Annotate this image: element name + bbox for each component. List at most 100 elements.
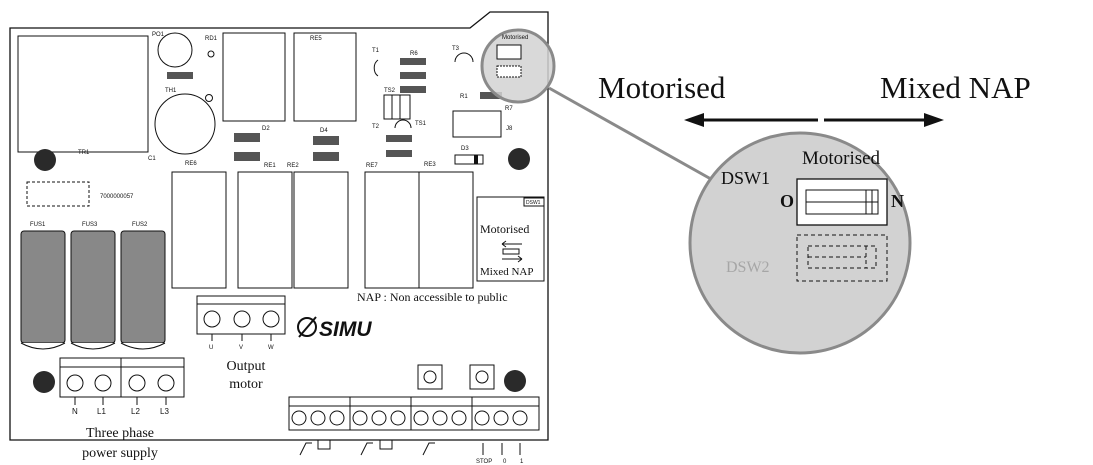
label-r6: R6 xyxy=(410,51,418,57)
control-terminal-symbols xyxy=(299,439,521,456)
output-motor-label-line2: motor xyxy=(229,377,263,392)
dsw1-tag xyxy=(523,197,545,207)
label-t1: T1 xyxy=(372,48,380,54)
label-rd1: RD1 xyxy=(205,36,218,42)
diode-d2 xyxy=(234,133,260,142)
simu-brand-text: SIMU xyxy=(319,318,372,341)
zoom-switch-title: Motorised xyxy=(802,148,881,169)
zoom-dsw2-label: DSW2 xyxy=(726,259,770,276)
transistor-t1 xyxy=(373,59,379,77)
output-motor-label-line1: Output xyxy=(227,359,266,374)
small-led xyxy=(205,94,213,102)
mounting-hole xyxy=(33,371,55,393)
label-tr1: TR1 xyxy=(78,150,90,156)
relay-re6 xyxy=(171,171,227,289)
power-terminal-screw-l2 xyxy=(128,374,146,392)
motor-terminal-screw-u xyxy=(203,310,221,328)
label-j8: J8 xyxy=(506,126,513,132)
fuse-fus1 xyxy=(20,230,66,350)
right-arrow xyxy=(824,113,944,127)
motor-terminal-screw-v xyxy=(233,310,251,328)
zoom-position-n: N xyxy=(891,191,904,211)
label-c1: C1 xyxy=(148,156,156,162)
mounting-hole xyxy=(504,370,526,392)
diode-d3 xyxy=(454,154,484,165)
label-ts2: TS2 xyxy=(384,88,396,94)
terminal-label-u: U xyxy=(209,345,213,351)
connector-j8 xyxy=(452,110,502,138)
terminal-label-l1: L1 xyxy=(97,407,106,416)
label-r1: R1 xyxy=(460,94,468,100)
power-terminal-screw-n xyxy=(66,374,84,392)
fuse-fus2 xyxy=(120,230,166,350)
label-fus2: FUS2 xyxy=(132,222,148,228)
switch-symbol xyxy=(502,248,520,255)
relay-re2 xyxy=(293,171,349,289)
dashed-component xyxy=(26,181,90,207)
highlight-motorised-text: Motorised xyxy=(502,35,528,41)
label-re2: RE2 xyxy=(287,163,299,169)
resistor xyxy=(400,72,426,79)
triac-ts2 xyxy=(383,94,411,120)
transistor-t2 xyxy=(394,119,412,129)
terminal-label-l2: L2 xyxy=(131,407,140,416)
label-re1: RE1 xyxy=(264,163,276,169)
resistor xyxy=(167,72,193,79)
zoom-connector-line xyxy=(548,86,719,185)
capacitor-c1 xyxy=(154,93,216,155)
label-re7: RE7 xyxy=(366,163,378,169)
control-terminal-header xyxy=(288,396,540,407)
terminal-label-w: W xyxy=(268,345,274,351)
power-terminal-screw-l1 xyxy=(94,374,112,392)
diode-d4 xyxy=(313,136,339,145)
power-terminal-header xyxy=(59,357,185,368)
left-arrow xyxy=(684,113,818,127)
resistor-r1 xyxy=(480,92,502,99)
label-d2: D2 xyxy=(262,126,270,132)
power-terminal-screw-l3 xyxy=(157,374,175,392)
mounting-hole xyxy=(508,148,530,170)
zoom-position-o: O xyxy=(780,191,794,211)
terminal-label-n: N xyxy=(72,407,78,416)
mounting-hole xyxy=(34,149,56,171)
potentiometer-po1 xyxy=(157,32,193,68)
label-software-code: 7000000057 xyxy=(100,194,134,200)
resistor-r6 xyxy=(400,58,426,65)
label-re3: RE3 xyxy=(424,162,436,168)
zoom-dsw2-switch xyxy=(796,234,888,282)
resistor xyxy=(386,135,412,142)
terminal-label-1: 1 xyxy=(520,459,524,465)
motor-terminal-header xyxy=(196,295,286,305)
label-t3: T3 xyxy=(452,46,460,52)
label-fus3: FUS3 xyxy=(82,222,98,228)
terminal-label-l3: L3 xyxy=(160,407,169,416)
power-supply-label-line2: power supply xyxy=(82,446,158,461)
nap-note: NAP : Non accessible to public xyxy=(357,290,508,304)
switch-box-mixed-nap-label: Mixed NAP xyxy=(480,266,533,278)
highlight-dsw2 xyxy=(496,65,522,78)
diode xyxy=(313,152,339,161)
label-fus1: FUS1 xyxy=(30,222,46,228)
relay-re3 xyxy=(418,171,474,289)
diode xyxy=(234,152,260,161)
zoom-dsw1-label: DSW1 xyxy=(721,168,770,188)
label-r7: R7 xyxy=(505,106,513,112)
zoom-dsw1-switch xyxy=(796,178,888,226)
simu-logo: SIMU xyxy=(297,316,372,341)
zoom-motorised-label: Motorised xyxy=(598,70,726,105)
label-po1: PO1 xyxy=(152,32,165,38)
terminal-label-0: 0 xyxy=(503,459,507,465)
transistor-t3 xyxy=(454,52,474,63)
label-d4: D4 xyxy=(320,128,328,134)
label-ts1: TS1 xyxy=(415,121,427,127)
resistor xyxy=(400,86,426,93)
resistor xyxy=(386,150,412,157)
label-re5: RE5 xyxy=(310,36,322,42)
switch-box-motorised-label: Motorised xyxy=(480,222,529,236)
label-th1: TH1 xyxy=(165,88,177,94)
relay-block xyxy=(222,32,286,122)
motor-terminal-screw-w xyxy=(262,310,280,328)
label-d3: D3 xyxy=(461,146,469,152)
label-re6: RE6 xyxy=(185,161,197,167)
fuse-fus3 xyxy=(70,230,116,350)
